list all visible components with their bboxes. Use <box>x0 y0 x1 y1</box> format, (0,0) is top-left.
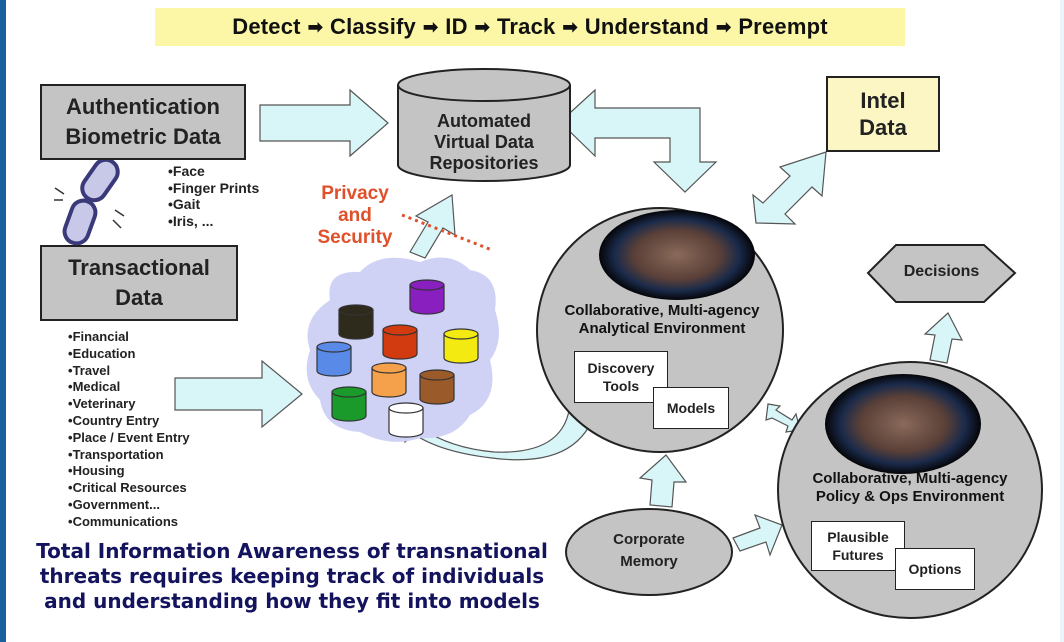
privacy-line3: Security <box>317 227 393 248</box>
privacy-security-label: Privacy and Security <box>300 183 410 249</box>
repo-line2: Virtual Data <box>434 132 534 152</box>
arrow-analytical-to-cloud <box>401 400 599 461</box>
privacy-line2: and <box>338 205 372 226</box>
memory-line1: Corporate <box>613 531 685 548</box>
biometric-item: Gait <box>168 196 259 213</box>
discovery-line1: Discovery <box>587 360 655 376</box>
banner-step: ID <box>445 14 468 39</box>
transactional-list: Financial Education Travel Medical Veter… <box>68 329 190 531</box>
transactional-item: Financial <box>68 329 190 346</box>
arrow-cloud-to-repo <box>409 193 456 259</box>
options-box: Options <box>895 548 975 590</box>
tagline-line1: Total Information Awareness of transnati… <box>36 539 548 563</box>
privacy-dotted-line <box>401 213 493 252</box>
transactional-item: Education <box>68 346 190 363</box>
policy-line1: Collaborative, Multi-agency <box>812 470 1008 487</box>
decisions-label: Decisions <box>903 263 980 280</box>
arrow-auth-to-repo <box>259 88 389 158</box>
biometric-item: Face <box>168 163 259 180</box>
arrow-memory-to-analytical <box>638 454 688 508</box>
arrow-right-icon: ➡ <box>307 16 323 37</box>
analytical-meeting-image <box>599 210 755 300</box>
transactional-item: Critical Resources <box>68 480 190 497</box>
transactional-item: Government... <box>68 497 190 514</box>
authentication-biometric-box: Authentication Biometric Data <box>40 84 246 160</box>
repository-cylinder <box>397 68 571 182</box>
policy-env-label: Collaborative, Multi-agency Policy & Ops… <box>778 470 1042 506</box>
intel-data-box: Intel Data <box>826 76 940 152</box>
banner-step: Detect <box>232 14 301 39</box>
transactional-item: Transportation <box>68 447 190 464</box>
arrow-analytical-intel <box>752 151 827 225</box>
analytical-line1: Collaborative, Multi-agency <box>564 302 760 319</box>
banner-step: Understand <box>584 14 710 39</box>
cloud-cylinders <box>316 279 479 438</box>
biometric-item: Finger Prints <box>168 180 259 197</box>
banner-step: Classify <box>329 14 416 39</box>
intel-line2: Data <box>859 115 907 140</box>
database-cylinder-icon <box>409 279 445 315</box>
policy-meeting-image <box>825 374 981 474</box>
transactional-item: Country Entry <box>68 413 190 430</box>
biometric-list: Face Finger Prints Gait Iris, ... <box>168 163 259 229</box>
transactional-item: Veterinary <box>68 396 190 413</box>
auth-line2: Biometric Data <box>65 124 221 149</box>
transactional-item: Place / Event Entry <box>68 430 190 447</box>
policy-line2: Policy & Ops Environment <box>815 488 1005 505</box>
database-cylinder-icon <box>316 341 352 377</box>
corporate-memory-oval <box>565 508 733 596</box>
plausible-futures-box: Plausible Futures <box>811 521 905 571</box>
arrow-policy-to-decisions <box>923 312 964 364</box>
biometric-item: Iris, ... <box>168 213 259 230</box>
database-cylinder-icon <box>331 386 367 422</box>
banner-step: Track <box>496 14 556 39</box>
trans-line2: Data <box>115 285 163 310</box>
transactional-item: Communications <box>68 514 190 531</box>
arrow-right-icon: ➡ <box>474 16 490 37</box>
database-cylinder-icon <box>382 324 418 360</box>
repository-label: Automated Virtual Data Repositories <box>400 111 568 174</box>
transactional-item: Medical <box>68 379 190 396</box>
corporate-memory-label: Corporate Memory <box>566 529 732 573</box>
decisions-hexagon <box>866 244 1017 303</box>
database-cylinder-icon <box>388 402 424 438</box>
transactional-data-box: Transactional Data <box>40 245 238 321</box>
repo-line3: Repositories <box>429 153 539 173</box>
auth-line1: Authentication <box>66 94 220 119</box>
process-banner: Detect ➡ Classify ➡ ID ➡ Track ➡ Understand ➡ Pree… <box>155 8 905 46</box>
intel-line1: Intel <box>860 88 906 113</box>
repo-line1: Automated <box>437 111 531 131</box>
arrow-memory-to-policy <box>732 513 783 557</box>
analytical-line2: Analytical Environment <box>578 320 746 337</box>
chain-link-icon <box>54 157 125 246</box>
plausible-line2: Futures <box>832 547 884 563</box>
database-cylinder-icon <box>419 369 455 405</box>
arrow-right-icon: ➡ <box>422 16 439 37</box>
privacy-line1: Privacy <box>321 183 389 204</box>
left-border <box>0 0 6 642</box>
analytical-env-label: Collaborative, Multi-agency Analytical E… <box>537 302 787 338</box>
arrow-list-to-cloud <box>174 359 303 429</box>
right-border <box>1060 0 1064 642</box>
arrow-right-icon: ➡ <box>716 16 732 37</box>
tagline-line2: threats requires keeping track of indivi… <box>39 564 545 588</box>
memory-line2: Memory <box>620 553 678 570</box>
database-cylinder-icon <box>371 362 407 398</box>
database-cylinder-icon <box>443 328 479 364</box>
arrow-right-icon: ➡ <box>562 16 578 37</box>
transactional-item: Housing <box>68 463 190 480</box>
tagline-line3: and understanding how they fit into mode… <box>44 589 540 613</box>
plausible-line1: Plausible <box>827 529 889 545</box>
models-box: Models <box>653 387 729 429</box>
discovery-line2: Tools <box>602 378 640 394</box>
arrow-repo-analytical-bent <box>559 88 718 193</box>
tagline: Total Information Awareness of transnati… <box>14 539 570 614</box>
database-cylinder-icon <box>338 304 374 340</box>
discovery-tools-box: Discovery Tools <box>574 351 668 403</box>
trans-line1: Transactional <box>68 255 210 280</box>
banner-step: Preempt <box>738 14 828 39</box>
transactional-item: Travel <box>68 363 190 380</box>
